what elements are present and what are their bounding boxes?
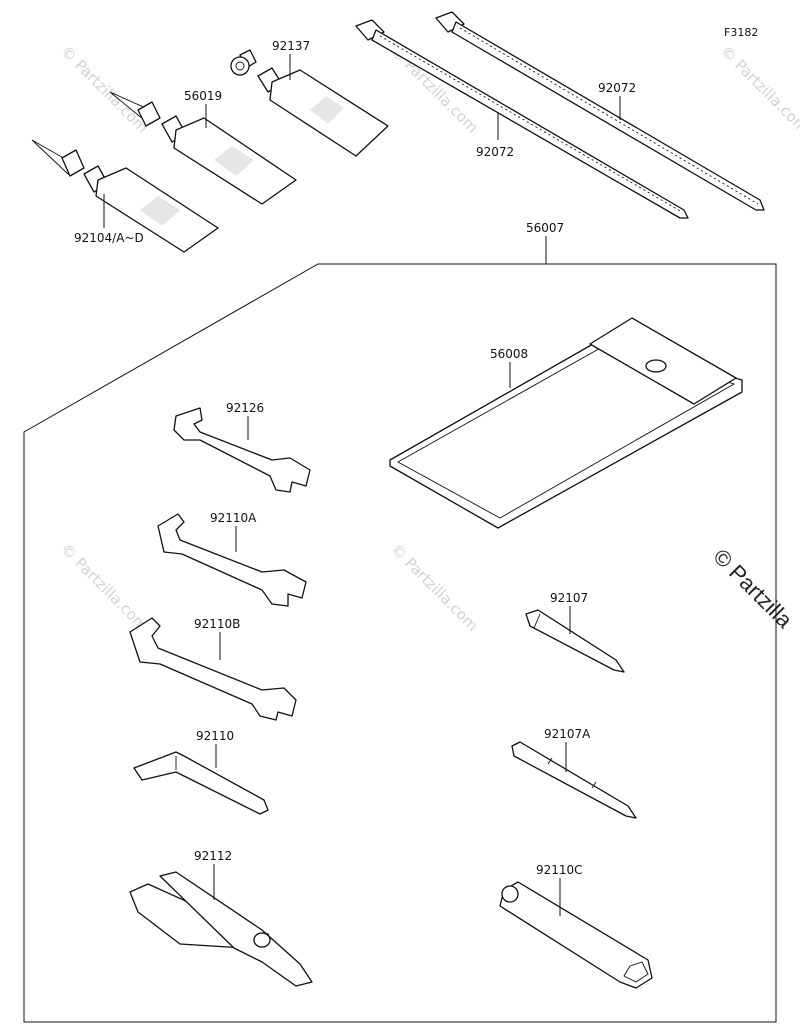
pliers-92112[interactable] — [129, 871, 313, 987]
label-92104: 92104/A~D — [74, 231, 144, 245]
label-56019: 56019 — [184, 89, 222, 103]
label-92072-lower: 92072 — [476, 145, 514, 159]
part-labels: 92137 56019 92104/A~D 92072 92072 56007 … — [74, 39, 636, 877]
wrench-92126[interactable] — [173, 407, 311, 493]
screwdriver-92107[interactable] — [525, 609, 625, 673]
tool-bag-56008[interactable] — [389, 317, 743, 529]
label-92072-upper: 92072 — [598, 81, 636, 95]
tube-56019[interactable] — [109, 91, 297, 205]
screwdriver-92107A[interactable] — [511, 741, 637, 819]
label-92112: 92112 — [194, 849, 232, 863]
label-92107: 92107 — [550, 591, 588, 605]
label-92110B: 92110B — [194, 617, 240, 631]
wrench-92110A[interactable] — [157, 513, 307, 607]
leader-lines — [103, 54, 621, 916]
label-92110A: 92110A — [210, 511, 257, 525]
label-56007: 56007 — [526, 221, 564, 235]
wrench-92110B[interactable] — [129, 617, 297, 721]
hex-wrench-92110[interactable] — [133, 751, 269, 815]
tube-92104[interactable] — [31, 139, 219, 253]
cable-tie-92072-b[interactable] — [435, 11, 765, 211]
figure-code: F3182 — [724, 26, 758, 39]
watermark-large: © Partzilla — [708, 544, 797, 633]
label-92107A: 92107A — [544, 727, 591, 741]
watermark: © Partzilla.com — [717, 42, 800, 137]
box-wrench-92110C[interactable] — [499, 881, 653, 989]
cable-tie-92072-a[interactable] — [355, 19, 689, 219]
tool-kit-outline — [23, 263, 777, 1023]
watermark: © Partzilla.com — [387, 540, 482, 635]
watermark: © Partzilla.com — [57, 540, 152, 635]
label-92110C: 92110C — [536, 863, 583, 877]
watermark: © Partzilla.com — [57, 42, 152, 137]
label-92126: 92126 — [226, 401, 264, 415]
label-92137: 92137 — [272, 39, 310, 53]
tube-92137[interactable] — [230, 49, 389, 157]
label-92110: 92110 — [196, 729, 234, 743]
label-56008: 56008 — [490, 347, 528, 361]
